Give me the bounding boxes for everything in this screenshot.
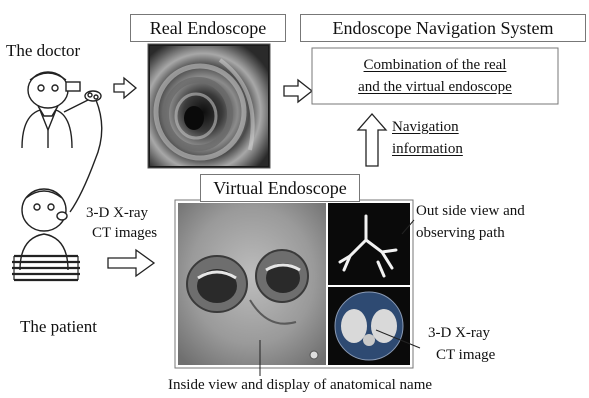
arrow-patient-to-virtual — [108, 250, 154, 276]
real-endoscope-image — [148, 44, 270, 168]
navigation-info-line-2: information — [392, 142, 463, 158]
real-endoscope-title: Real Endoscope — [130, 14, 286, 42]
ct-images-line-1: 3-D X-ray — [86, 206, 148, 222]
ct-images-line-2: CT images — [92, 226, 157, 242]
doctor-figure — [22, 72, 101, 148]
arrow-doctor-to-real — [114, 78, 136, 98]
patient-figure — [12, 189, 80, 280]
ct-image-line-1: 3-D X-ray — [428, 326, 490, 342]
combination-line-1: Combination of the real — [312, 58, 558, 74]
doctor-label: The doctor — [6, 42, 80, 60]
arrow-up-navigation — [358, 114, 386, 166]
combination-line-2: and the virtual endoscope — [312, 80, 558, 96]
virtual-endoscope-title: Virtual Endoscope — [200, 174, 360, 202]
ct-image-line-2: CT image — [436, 348, 495, 364]
navigation-info-line-1: Navigation — [392, 120, 459, 136]
navigation-system-title: Endoscope Navigation System — [300, 14, 586, 42]
endoscope-tube — [70, 100, 102, 212]
inside-view-caption: Inside view and display of anatomical na… — [120, 378, 480, 394]
virtual-endoscope-image — [175, 200, 413, 368]
outside-view-line-2: observing path — [416, 226, 505, 242]
outside-view-line-1: Out side view and — [416, 204, 525, 220]
patient-label: The patient — [20, 318, 97, 336]
arrow-real-to-nav — [284, 80, 312, 102]
